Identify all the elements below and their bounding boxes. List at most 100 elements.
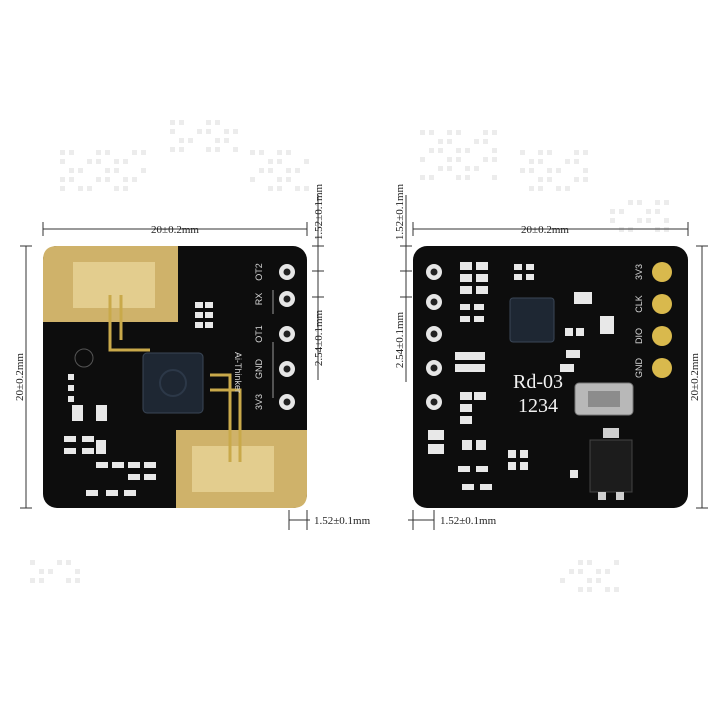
front-height-dim: 20±0.2mm	[14, 353, 26, 401]
map-dot	[547, 150, 552, 155]
map-dot	[529, 159, 534, 164]
map-dot	[664, 200, 669, 205]
map-dot	[610, 209, 615, 214]
gold-pad	[652, 358, 672, 378]
map-dot	[215, 120, 220, 125]
map-dot	[69, 177, 74, 182]
map-dot	[560, 578, 565, 583]
pin-hole-center	[430, 364, 438, 372]
radar-chip	[142, 352, 204, 414]
back-pin-label: CLK	[634, 295, 644, 313]
map-dot	[637, 218, 642, 223]
map-dot	[268, 159, 273, 164]
map-dot	[87, 159, 92, 164]
back-bottom-edge-dim: 1.52±0.1mm	[440, 515, 497, 527]
map-dot	[123, 186, 128, 191]
map-dot	[60, 159, 65, 164]
map-dot	[60, 177, 65, 182]
map-dot	[114, 159, 119, 164]
back-dimension-lines	[400, 195, 708, 530]
map-dot	[39, 578, 44, 583]
map-dot	[141, 168, 146, 173]
voltage-regulator	[589, 439, 633, 493]
map-dot	[456, 148, 461, 153]
mcu-chip	[509, 297, 555, 343]
map-dot	[578, 560, 583, 565]
rx-feed-trace	[210, 373, 232, 462]
back-pin-label: DIO	[634, 328, 644, 344]
map-dot	[664, 218, 669, 223]
map-dot	[75, 578, 80, 583]
map-dot	[569, 569, 574, 574]
map-dot	[574, 159, 579, 164]
map-dot	[538, 186, 543, 191]
regulator-lead-2	[616, 492, 624, 500]
map-dot	[538, 150, 543, 155]
front-pin-holes	[279, 264, 295, 410]
map-dot	[96, 177, 101, 182]
map-dot	[60, 186, 65, 191]
map-dot	[429, 130, 434, 135]
map-dot	[30, 578, 35, 583]
map-dot	[438, 148, 443, 153]
map-dot	[628, 200, 633, 205]
map-dot	[610, 218, 615, 223]
map-dot	[114, 186, 119, 191]
map-dot	[215, 147, 220, 152]
rx-feed-trace-2	[210, 388, 242, 462]
map-dot	[66, 578, 71, 583]
map-dot	[596, 569, 601, 574]
map-dot	[438, 139, 443, 144]
map-dot	[132, 177, 137, 182]
map-dot	[574, 150, 579, 155]
back-pin-holes	[426, 264, 442, 410]
map-dot	[105, 168, 110, 173]
pin-hole-center	[283, 365, 291, 373]
map-dot	[60, 150, 65, 155]
map-dot	[483, 139, 488, 144]
map-dot	[574, 177, 579, 182]
map-dot	[614, 560, 619, 565]
map-dot	[655, 200, 660, 205]
map-dot	[96, 159, 101, 164]
map-dot	[224, 129, 229, 134]
map-dot	[587, 578, 592, 583]
map-dot	[474, 166, 479, 171]
map-dot	[75, 569, 80, 574]
map-dot	[179, 138, 184, 143]
pin-hole-center	[430, 330, 438, 338]
map-dot	[233, 147, 238, 152]
regulator-lead-1	[598, 492, 606, 500]
serial-label: 1234	[518, 395, 558, 417]
map-dot	[295, 168, 300, 173]
front-pin-label: OT1	[254, 325, 264, 343]
map-dot	[141, 150, 146, 155]
front-pin-label: RX	[254, 293, 264, 306]
crystal-marking	[588, 391, 620, 407]
pin-hole-center	[283, 398, 291, 406]
map-dot	[483, 157, 488, 162]
map-dot	[492, 148, 497, 153]
model-label: Rd-03	[513, 371, 563, 393]
map-dot	[295, 186, 300, 191]
map-dot	[637, 200, 642, 205]
front-smd-components	[64, 302, 213, 496]
map-dot	[596, 578, 601, 583]
map-dot	[179, 147, 184, 152]
map-dot	[304, 186, 309, 191]
map-dot	[465, 148, 470, 153]
map-dot	[66, 560, 71, 565]
map-dot	[456, 175, 461, 180]
map-dot	[30, 560, 35, 565]
rx-antenna-patch	[192, 446, 274, 492]
map-dot	[206, 120, 211, 125]
map-dot	[48, 569, 53, 574]
map-dot	[233, 129, 238, 134]
map-dot	[69, 168, 74, 173]
map-dot	[465, 175, 470, 180]
map-dot	[492, 130, 497, 135]
map-dot	[259, 168, 264, 173]
map-dot	[179, 120, 184, 125]
map-dot	[529, 186, 534, 191]
